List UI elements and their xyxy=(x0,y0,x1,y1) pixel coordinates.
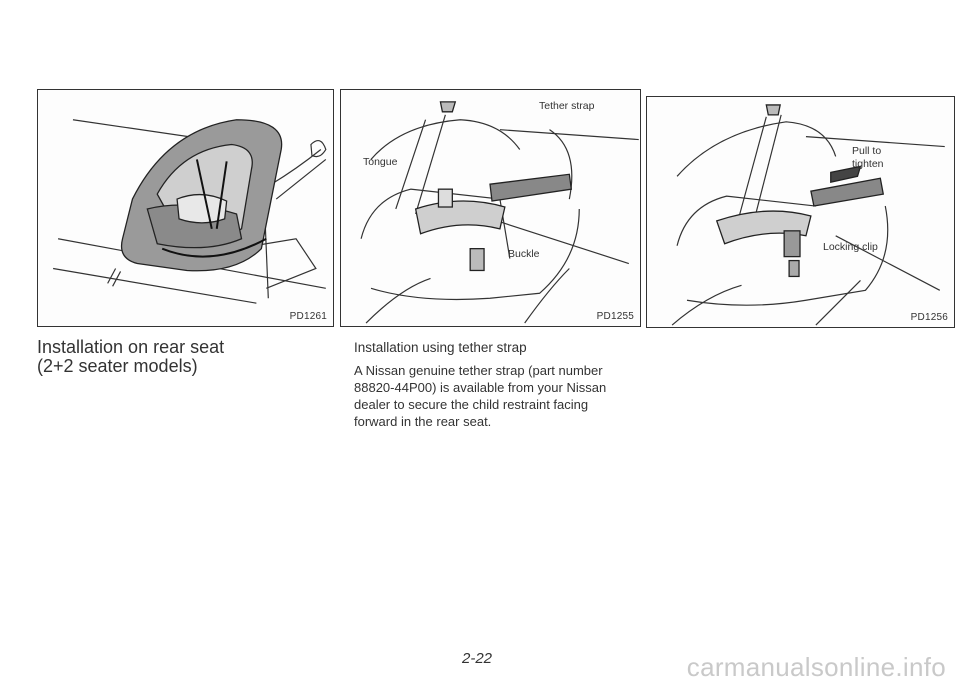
paragraph-line: A Nissan genuine tether strap (part numb… xyxy=(354,363,603,378)
child-seat-illustration xyxy=(53,119,327,304)
watermark: carmanualsonline.info xyxy=(686,652,946,682)
paragraph-line: 88820-44P00) is available from your Niss… xyxy=(354,380,607,395)
label-tongue: Tongue xyxy=(363,156,398,168)
label-buckle: Buckle xyxy=(508,248,540,260)
figure-code: PD1256 xyxy=(910,312,948,323)
section-heading: Installation on rear seat (2+2 seater mo… xyxy=(37,338,297,376)
label-pull-to: Pull to xyxy=(852,145,882,157)
locking-clip-illustration xyxy=(671,104,945,326)
figure-code: PD1261 xyxy=(289,311,327,322)
figure-code: PD1255 xyxy=(596,311,634,322)
paragraph-line: forward in the rear seat. xyxy=(354,414,492,429)
paragraph-line: dealer to secure the child restraint fac… xyxy=(354,397,589,412)
figure-rear-seat-installation: PD1261 xyxy=(37,89,334,327)
figure-tighten-locking-clip: Pull to tighten Locking clip PD1256 xyxy=(646,96,955,328)
label-locking-clip: Locking clip xyxy=(823,241,878,253)
tether-subheading: Installation using tether strap xyxy=(354,340,527,355)
label-tighten: tighten xyxy=(852,158,884,170)
tether-strap-illustration xyxy=(360,101,639,324)
heading-line: (2+2 seater models) xyxy=(37,356,198,376)
figure-tether-strap-installation: Tether strap Tongue Buckle PD1255 xyxy=(340,89,641,327)
heading-line: Installation on rear seat xyxy=(37,337,225,357)
tether-paragraph: A Nissan genuine tether strap (part numb… xyxy=(354,362,644,430)
page-number: 2-22 xyxy=(462,650,493,667)
label-tether-strap: Tether strap xyxy=(539,100,595,112)
